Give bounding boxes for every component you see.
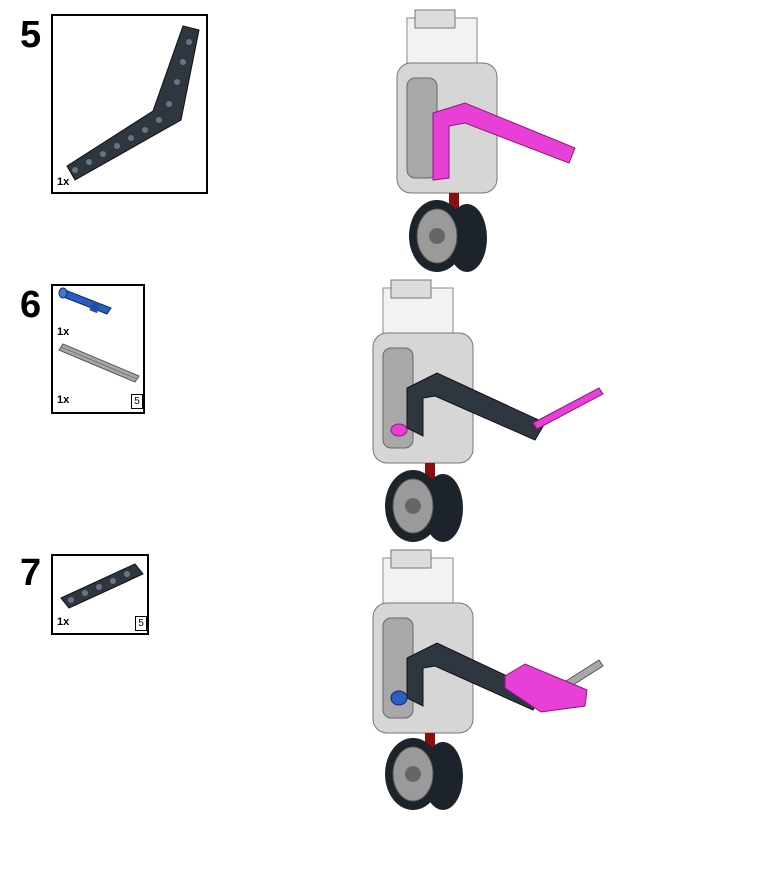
bent-liftarm-icon — [66, 25, 200, 181]
part-length-badge: 5 — [135, 616, 147, 631]
parts-list-step-6: 1x 1x 5 — [51, 284, 145, 414]
part-quantity: 1x — [57, 326, 70, 338]
axle-icon — [58, 343, 140, 383]
part-quantity: 1x — [57, 394, 70, 406]
parts-list-step-7: 1x 5 — [51, 554, 149, 635]
step-number-6: 6 — [20, 284, 42, 326]
axle-pin-icon — [58, 287, 112, 315]
step-number-7: 7 — [20, 552, 42, 594]
assembly-illustration-step-7 — [372, 549, 604, 810]
assembly-illustration-step-5 — [396, 9, 576, 272]
step-number-5: 5 — [20, 14, 42, 56]
part-quantity: 1x — [57, 616, 70, 628]
parts-list-step-5: 1x — [51, 14, 208, 194]
straight-liftarm-icon — [60, 563, 144, 609]
part-quantity: 1x — [57, 176, 70, 188]
assembly-illustration-step-6 — [372, 279, 604, 542]
part-length-badge: 5 — [131, 394, 143, 409]
